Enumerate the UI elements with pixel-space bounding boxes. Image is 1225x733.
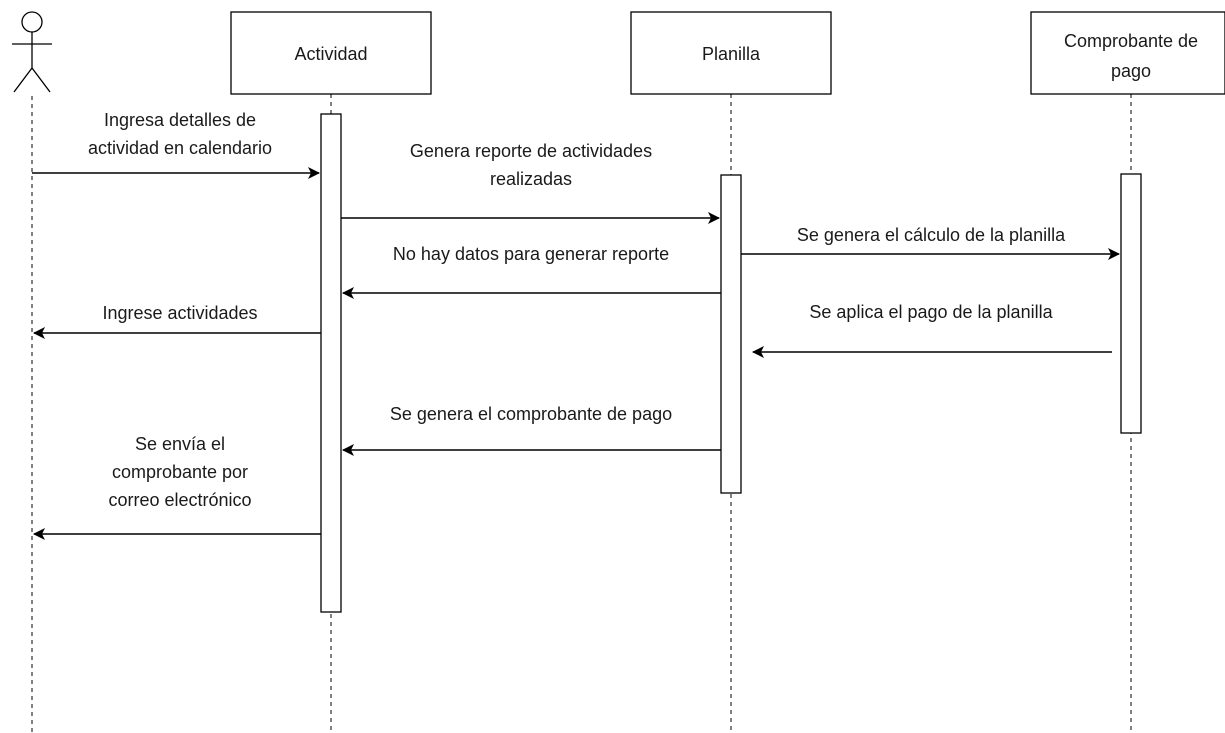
activation-planilla: [720, 174, 742, 494]
participant-planilla-label: Planilla: [702, 44, 761, 64]
message-label-genera-comprobante: Se genera el comprobante de pago: [390, 404, 672, 424]
message-label-envia-comprobante-line2: comprobante por: [112, 462, 248, 482]
participant-planilla: Planilla: [630, 11, 832, 95]
participant-actividad: Actividad: [230, 11, 432, 95]
message-label-genera-reporte-line1: Genera reporte de actividades: [410, 141, 652, 161]
activation-actividad: [320, 113, 342, 613]
message-label-ingresa-detalles-line1: Ingresa detalles de: [104, 110, 256, 130]
participant-comprobante: Comprobante de pago: [1030, 11, 1225, 95]
message-label-ingresa-detalles-line2: actividad en calendario: [88, 138, 272, 158]
activation-comprobante: [1120, 173, 1142, 434]
message-label-envia-comprobante-line3: correo electrónico: [108, 490, 251, 510]
message-label-calculo-planilla: Se genera el cálculo de la planilla: [797, 225, 1066, 245]
message-label-genera-reporte-line2: realizadas: [490, 169, 572, 189]
participant-comprobante-label-line1: Comprobante de: [1064, 31, 1198, 51]
message-label-ingrese-actividades: Ingrese actividades: [102, 303, 257, 323]
message-label-aplica-pago: Se aplica el pago de la planilla: [809, 302, 1053, 322]
participant-comprobante-label-line2: pago: [1111, 61, 1151, 81]
actor-user-icon: [12, 11, 52, 93]
participant-actividad-label: Actividad: [294, 44, 367, 64]
message-label-no-hay-datos: No hay datos para generar reporte: [393, 244, 669, 264]
message-label-envia-comprobante-line1: Se envía el: [135, 434, 225, 454]
